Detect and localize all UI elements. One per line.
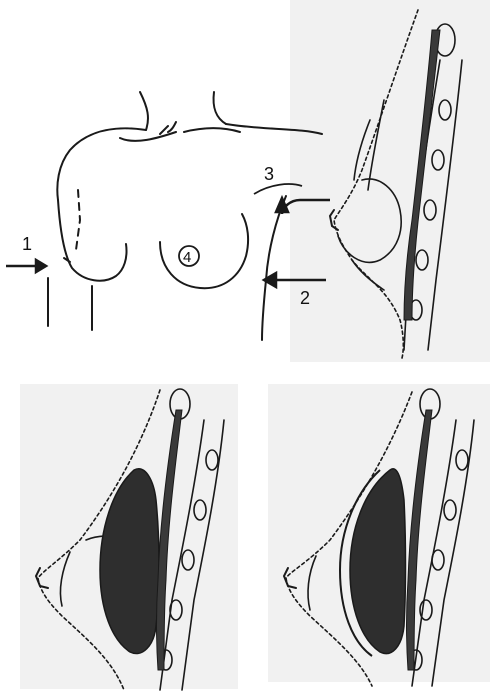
axillary-dashed-line: [76, 190, 80, 250]
incision-3-arrow: [276, 198, 330, 214]
clavicle-right: [184, 128, 240, 132]
right-breast-outline: [160, 214, 248, 288]
rib-3-bl: [182, 550, 194, 570]
sagittal-anatomy-top: [330, 10, 462, 358]
left-shoulder-line: [57, 128, 146, 200]
right-arm-line: [262, 196, 286, 340]
incision-2-arrow: [264, 273, 326, 287]
implant-submuscular: [100, 469, 159, 654]
rib-2-top: [432, 150, 444, 170]
gland-line-bl: [60, 552, 70, 606]
incision-3-arrow-head: [276, 198, 288, 212]
incision-1-arrow: [6, 260, 46, 272]
front-torso-drawing: [48, 92, 322, 340]
rib-2-br: [444, 500, 456, 520]
neck-left-line: [140, 92, 148, 130]
rib-1-bl: [206, 450, 218, 470]
incision-1-arrow-head: [36, 260, 46, 272]
rib-4-top: [416, 250, 428, 270]
rib-3-br: [432, 550, 444, 570]
sternal-notch: [160, 126, 168, 134]
nipple-bl: [36, 568, 48, 588]
incision-label-4: 4: [183, 249, 191, 266]
incision-3-arc: [254, 184, 302, 194]
rib-3-top: [424, 200, 436, 220]
gland-line-br: [308, 556, 316, 610]
gland-line-2-top: [368, 100, 384, 190]
neck-right-line: [214, 92, 227, 124]
rib-4-bl: [170, 600, 182, 620]
incision-label-1: 1: [22, 234, 32, 254]
rib-2-bl: [194, 500, 206, 520]
nipple-top: [330, 210, 338, 230]
incision-label-2: 2: [300, 288, 310, 308]
pectoralis-muscle-bl: [157, 410, 183, 670]
rib-1-top: [439, 100, 451, 120]
breast-gland-top: [338, 179, 401, 262]
rib-1-br: [456, 450, 468, 470]
incision-label-3: 3: [264, 164, 274, 184]
clavicle-left: [120, 132, 176, 141]
pectoralis-muscle-top: [404, 30, 440, 320]
left-breast-outline: [58, 200, 127, 281]
sternal-notch-2: [168, 122, 176, 132]
